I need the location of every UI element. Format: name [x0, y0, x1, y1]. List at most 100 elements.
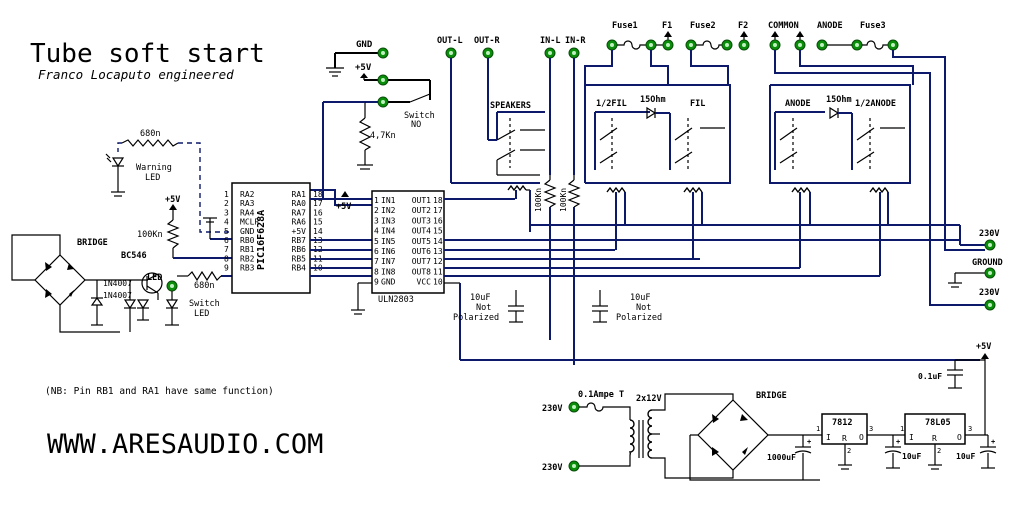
uln-pins-right-num-15: 15: [433, 227, 443, 236]
switch-led-label-2: LED: [194, 309, 209, 319]
psu-230v-top: 230V: [542, 404, 562, 414]
gnd-label: GND: [356, 40, 373, 50]
in-l-label: IN-L: [540, 36, 560, 46]
uln-pins-left-num-3: 3: [374, 216, 379, 225]
out-l-label: OUT-L: [437, 36, 463, 46]
reg1-pin-r: R: [842, 434, 847, 443]
transformer-label: 2x12V: [636, 394, 662, 404]
cap-10uf-2: 10uF Not Polarized: [592, 290, 662, 323]
resistor-100k-base: [166, 219, 180, 249]
uln-pins-left-name-4: IN4: [381, 227, 396, 236]
pic-pins-right-num-15: 15: [313, 218, 323, 227]
pic-pins-left-name-9: RB3: [240, 264, 255, 273]
uln-pins-right-name-15: OUT4: [412, 227, 431, 236]
f1-label: F1: [662, 21, 672, 31]
pic-pins-left-num-1: 1: [224, 190, 229, 199]
pic-pins-right-num-14: 14: [313, 227, 323, 236]
resistor-680-led: [187, 270, 222, 282]
reg2-pin-i: I: [909, 433, 914, 442]
uln-pins-right-num-14: 14: [433, 237, 443, 246]
pic-pins-right-num-17: 17: [313, 199, 323, 208]
resistor-100k-v2: 100Kn: [559, 175, 581, 212]
fuse3-label: Fuse3: [860, 21, 886, 31]
uln-pins-left-num-5: 5: [374, 237, 379, 246]
pic-pins-left-name-4: MCLR: [240, 218, 259, 227]
fil-coil: [683, 186, 703, 194]
plus5v-uln-label: +5V: [336, 202, 351, 212]
c01-label: 0.1uF: [918, 372, 942, 381]
reg2-pin-o: O: [957, 433, 962, 442]
uln-pins-left-name-7: IN7: [381, 257, 396, 266]
in-r-label: IN-R: [565, 36, 586, 46]
transformer-primary: [628, 419, 635, 456]
switch-no-group: Switch NO: [377, 79, 435, 130]
website: WWW.ARESAUDIO.COM: [47, 429, 323, 460]
ohm150-a-label: 15Ohm: [640, 95, 666, 105]
reg-7812: [821, 413, 868, 445]
psu-230v-bot: 230V: [542, 463, 562, 473]
uln-pins-right-name-18: OUT1: [412, 196, 431, 205]
uln-name: ULN2803: [378, 295, 414, 305]
c10b-label: 10uF: [956, 452, 975, 461]
reg1-pin-o: O: [859, 433, 864, 442]
pic-pins-right-name-16: RA7: [292, 208, 307, 217]
r100k-v1-label: 100Kn: [534, 188, 543, 212]
uln-pins-right-name-11: OUT8: [412, 267, 431, 276]
title: Tube soft start: [30, 39, 265, 69]
right-terminals: 230V GROUND 230V: [948, 225, 1003, 311]
half-fil-coil: [606, 186, 626, 194]
d1-label: 1N4007: [103, 279, 132, 288]
resistor-4k7: 4,7Kn: [310, 101, 396, 191]
uln-pins-left-num-8: 8: [374, 267, 379, 276]
uln-pins-left-name-5: IN5: [381, 237, 396, 246]
relay-anode: ANODE: [774, 99, 825, 268]
out-l-terminal-group: OUT-L: [437, 36, 540, 184]
uln-pins-left-name-6: IN6: [381, 247, 396, 256]
uln-pins-left-name-8: IN8: [381, 267, 396, 276]
pic-pins-left-num-5: 5: [224, 227, 229, 236]
warning-led-label-1: Warning: [136, 163, 172, 173]
pic-pins-right-name-13: RB7: [292, 236, 307, 245]
pic-pins-right-name-14: +5V: [292, 227, 307, 236]
reg1-pin-3: 3: [869, 425, 873, 433]
psu-bridge: [697, 399, 769, 471]
ohm150-b-label: 15Ohm: [826, 95, 852, 105]
f2-label: F2: [738, 21, 748, 31]
gnd-terminal-group: GND: [326, 40, 389, 77]
uln-pins-right-name-13: OUT6: [412, 247, 431, 256]
r47k-label: 4,7Kn: [370, 131, 396, 141]
switch-label-1: Switch: [404, 111, 435, 121]
reg1-pin-i: I: [826, 433, 831, 442]
pic-pins-left-name-2: RA3: [240, 199, 255, 208]
reg2-pin-r: R: [932, 434, 937, 443]
reg-78l05: [904, 413, 966, 445]
resistor-15ohm-b: 15Ohm: [826, 95, 852, 120]
switch-label-2: NO: [411, 120, 421, 130]
pic-pins-right-num-16: 16: [313, 208, 323, 217]
uln-pins-right-num-10: 10: [433, 278, 443, 287]
pic-pins-left-name-5: GND: [240, 227, 255, 236]
anode-coil: [791, 186, 811, 194]
ground-label: GROUND: [972, 258, 1003, 268]
pic-pins-left-num-3: 3: [224, 208, 229, 217]
pic-pins-left-num-4: 4: [224, 218, 229, 227]
out-r-terminal-group: OUT-R: [474, 36, 500, 141]
transformer-secondary: [647, 409, 653, 459]
reg1-pin-1: 1: [816, 425, 820, 433]
uln-pins-right-num-17: 17: [433, 206, 443, 215]
half-anode-label: 1/2ANODE: [855, 99, 896, 109]
uln-pins-right-name-16: OUT3: [412, 216, 431, 225]
c1-label-3: Polarized: [453, 313, 499, 323]
pic-pins-left-name-3: RA4: [240, 208, 255, 217]
power-supply: 230V 0.1Ampe T 230V 2x12V BRIDGE + 1000u…: [542, 342, 997, 481]
uln-pins-left-num-9: 9: [374, 278, 379, 287]
bridge-left: BRIDGE: [11, 234, 148, 333]
uln-pins-right-name-12: OUT7: [412, 257, 431, 266]
reg2-pin-2: 2: [937, 447, 941, 455]
pic-pins-right-name-18: RA1: [292, 190, 307, 199]
fuse1-label: Fuse1: [612, 21, 638, 31]
anode-relay-label: ANODE: [785, 99, 811, 109]
resistor-100k-v1: 100Kn: [534, 175, 557, 212]
pic-pins-right-name-17: RA0: [292, 199, 307, 208]
in-l-terminal-group: IN-L: [540, 36, 560, 175]
